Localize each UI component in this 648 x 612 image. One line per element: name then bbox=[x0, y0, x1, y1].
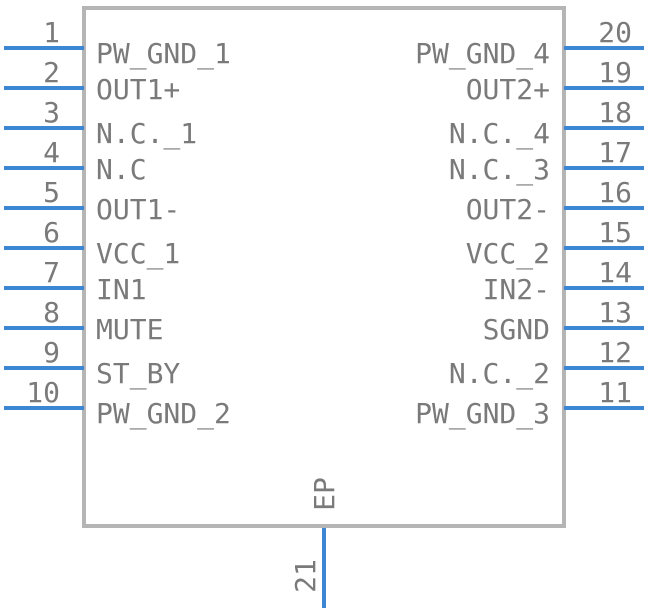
pin-19-name: OUT2+ bbox=[466, 73, 550, 106]
pin-17-name: N.C._3 bbox=[449, 153, 550, 187]
pin-9-name: ST_BY bbox=[96, 357, 180, 391]
pin-20-number: 20 bbox=[598, 16, 632, 49]
pin-18-number: 18 bbox=[598, 96, 632, 129]
pin-17-number: 17 bbox=[598, 136, 632, 169]
pin-2-number: 2 bbox=[43, 56, 60, 89]
pin-16-name: OUT2- bbox=[466, 193, 550, 226]
pin-6-number: 6 bbox=[43, 216, 60, 249]
pin-20-name: PW_GND_4 bbox=[415, 37, 550, 71]
pin-21-name: EP bbox=[308, 477, 341, 511]
pin-7-number: 7 bbox=[43, 256, 60, 289]
pin-15-number: 15 bbox=[598, 216, 632, 249]
pin-9-number: 9 bbox=[43, 336, 60, 369]
pin-5-name: OUT1- bbox=[96, 193, 180, 226]
pin-14-number: 14 bbox=[598, 256, 632, 289]
pin-8-number: 8 bbox=[43, 296, 60, 329]
pin-7-name: IN1 bbox=[96, 273, 147, 306]
pin-21-number: 21 bbox=[289, 559, 322, 593]
pin-3-number: 3 bbox=[43, 96, 60, 129]
pin-10-number: 10 bbox=[26, 376, 60, 409]
pin-4-number: 4 bbox=[43, 136, 60, 169]
pin-10-name: PW_GND_2 bbox=[96, 397, 231, 431]
pin-12-number: 12 bbox=[598, 336, 632, 369]
pin-12-name: N.C._2 bbox=[449, 357, 550, 391]
pin-8-name: MUTE bbox=[96, 313, 163, 346]
component-body bbox=[82, 6, 566, 528]
pin-1-name: PW_GND_1 bbox=[96, 37, 231, 71]
pin-11-number: 11 bbox=[598, 376, 632, 409]
pin-5-number: 5 bbox=[43, 176, 60, 209]
pin-16-number: 16 bbox=[598, 176, 632, 209]
bottom-pins: 21 EP bbox=[289, 477, 341, 608]
pin-13-number: 13 bbox=[598, 296, 632, 329]
pin-4-name: N.C bbox=[96, 153, 147, 186]
pin-18-name: N.C._4 bbox=[449, 117, 550, 151]
pin-14-name: IN2- bbox=[483, 273, 550, 306]
pin-1-number: 1 bbox=[43, 16, 60, 49]
pin-2-name: OUT1+ bbox=[96, 73, 180, 106]
pin-15-name: VCC_2 bbox=[466, 237, 550, 271]
pin-11-name: PW_GND_3 bbox=[415, 397, 550, 431]
pin-13-name: SGND bbox=[483, 313, 550, 346]
pin-19-number: 19 bbox=[598, 56, 632, 89]
pin-3-name: N.C._1 bbox=[96, 117, 197, 151]
pin-6-name: VCC_1 bbox=[96, 237, 180, 271]
